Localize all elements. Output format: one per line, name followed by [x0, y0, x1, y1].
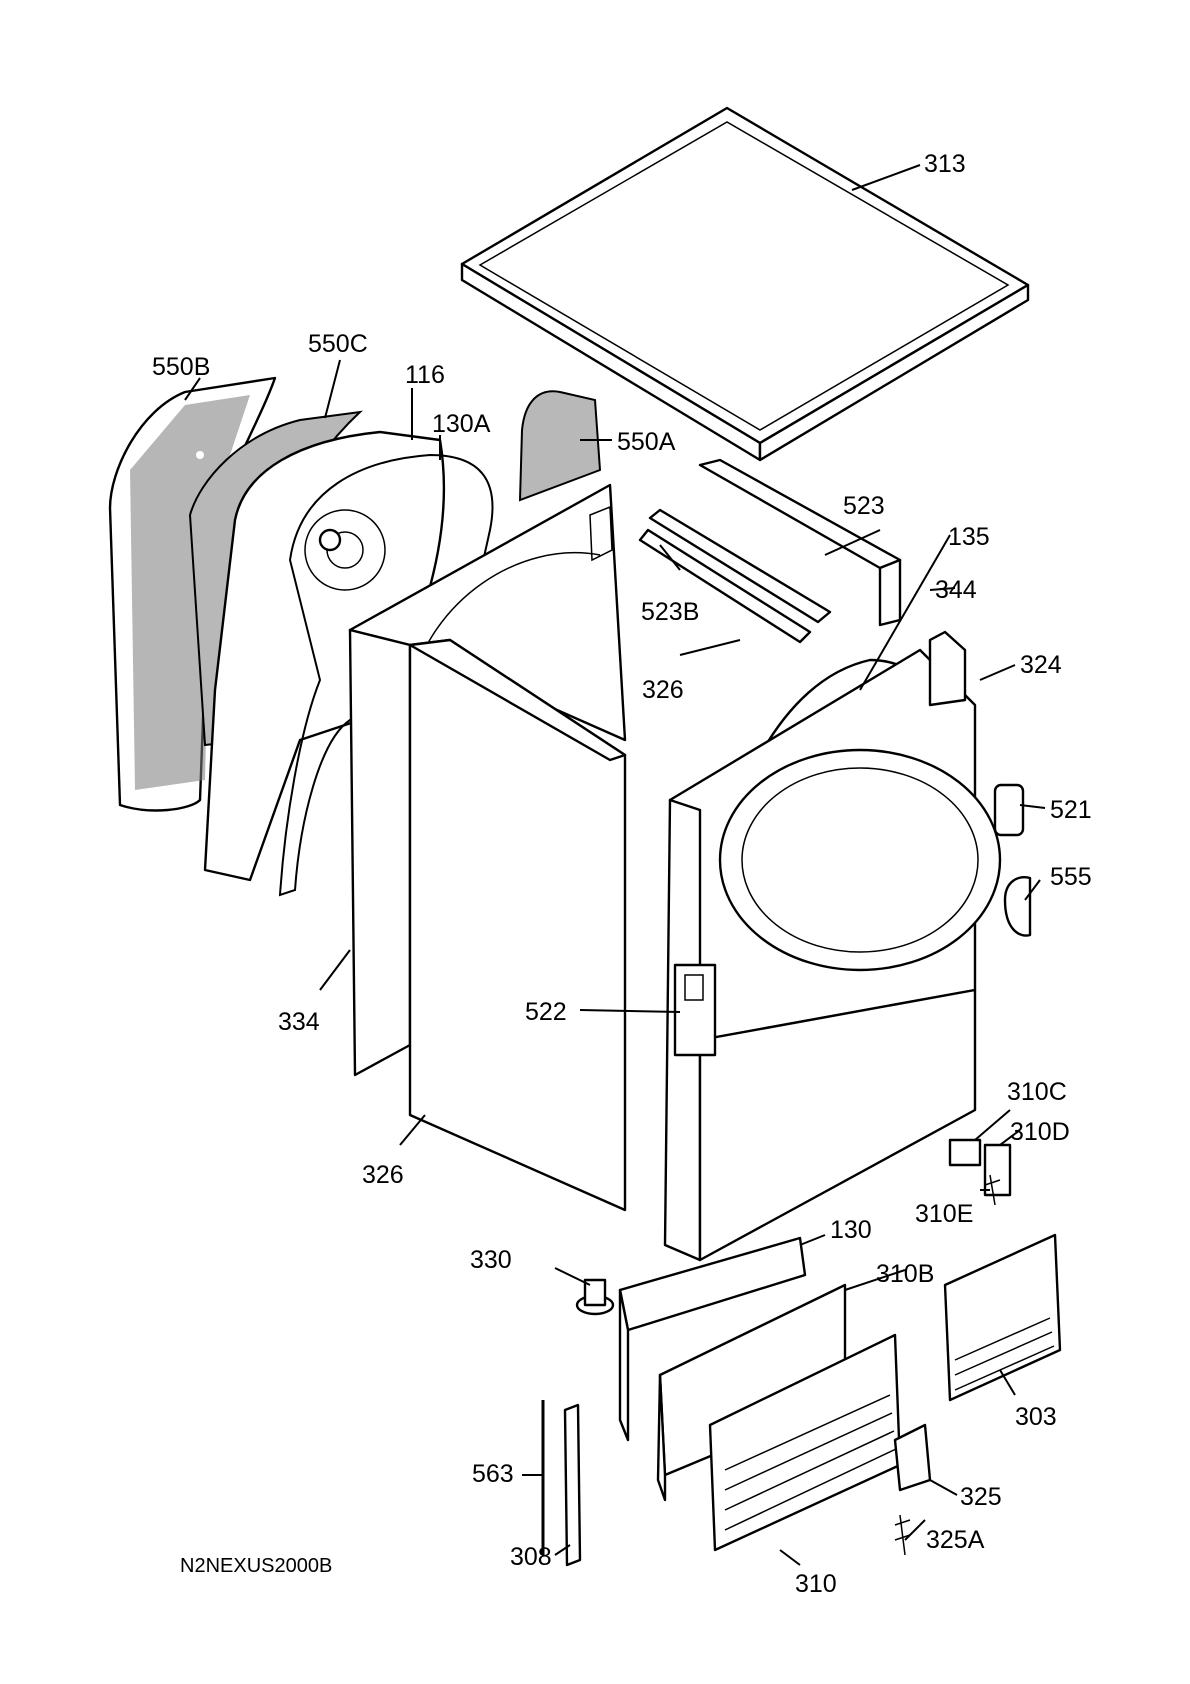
front-frame-324 — [663, 630, 1002, 1262]
label-310: 310 — [795, 1570, 837, 1598]
rear-frame-523 — [698, 458, 902, 627]
label-563: 563 — [472, 1460, 514, 1488]
label-550b: 550B — [152, 353, 210, 381]
label-116: 116 — [405, 361, 445, 389]
label-310d: 310D — [1010, 1118, 1070, 1146]
label-313: 313 — [924, 150, 966, 178]
label-326-top: 326 — [642, 676, 684, 704]
label-310e: 310E — [915, 1200, 973, 1228]
label-326-bottom: 326 — [362, 1161, 404, 1189]
top-panel-313 — [460, 106, 1030, 462]
label-550c: 550C — [308, 330, 368, 358]
drawing-code: N2NEXUS2000B — [180, 1555, 332, 1577]
side-panel-334 — [348, 483, 627, 1077]
label-135: 135 — [948, 523, 990, 551]
label-555: 555 — [1050, 863, 1092, 891]
label-303: 303 — [1015, 1403, 1057, 1431]
label-130a: 130A — [432, 410, 491, 438]
label-521: 521 — [1050, 796, 1092, 824]
tube-523b — [638, 508, 832, 644]
door-gasket-130 — [618, 1236, 807, 1442]
door-switch-521 — [993, 783, 1025, 837]
part-labels: 313 550C 550B 116 130A 550A 523 135 344 … — [152, 150, 1092, 1598]
lock-522 — [673, 963, 717, 1057]
foot-330 — [575, 1278, 615, 1316]
drawer-303 — [943, 1233, 1062, 1402]
label-325a: 325A — [926, 1526, 985, 1554]
label-334: 334 — [278, 1008, 320, 1036]
label-310c: 310C — [1007, 1078, 1067, 1106]
leader-lines — [184, 164, 1046, 1566]
label-550a: 550A — [617, 428, 676, 456]
side-panel-326-left — [408, 638, 627, 1212]
label-308: 308 — [510, 1543, 552, 1571]
label-523b: 523B — [641, 598, 699, 626]
label-344: 344 — [935, 576, 977, 604]
hinge-310c-310d — [948, 1138, 1012, 1206]
label-523: 523 — [843, 492, 885, 520]
label-324: 324 — [1020, 651, 1062, 679]
door-frame-310b — [656, 1283, 847, 1502]
strip-563-308 — [541, 1400, 582, 1567]
label-522: 522 — [525, 998, 567, 1026]
label-310b: 310B — [876, 1260, 934, 1288]
hinge-325 — [893, 1423, 932, 1556]
label-330: 330 — [470, 1246, 512, 1274]
label-130: 130 — [830, 1216, 872, 1244]
cover-555 — [1003, 876, 1032, 937]
felt-block-550a — [518, 390, 602, 502]
label-325: 325 — [960, 1483, 1002, 1511]
